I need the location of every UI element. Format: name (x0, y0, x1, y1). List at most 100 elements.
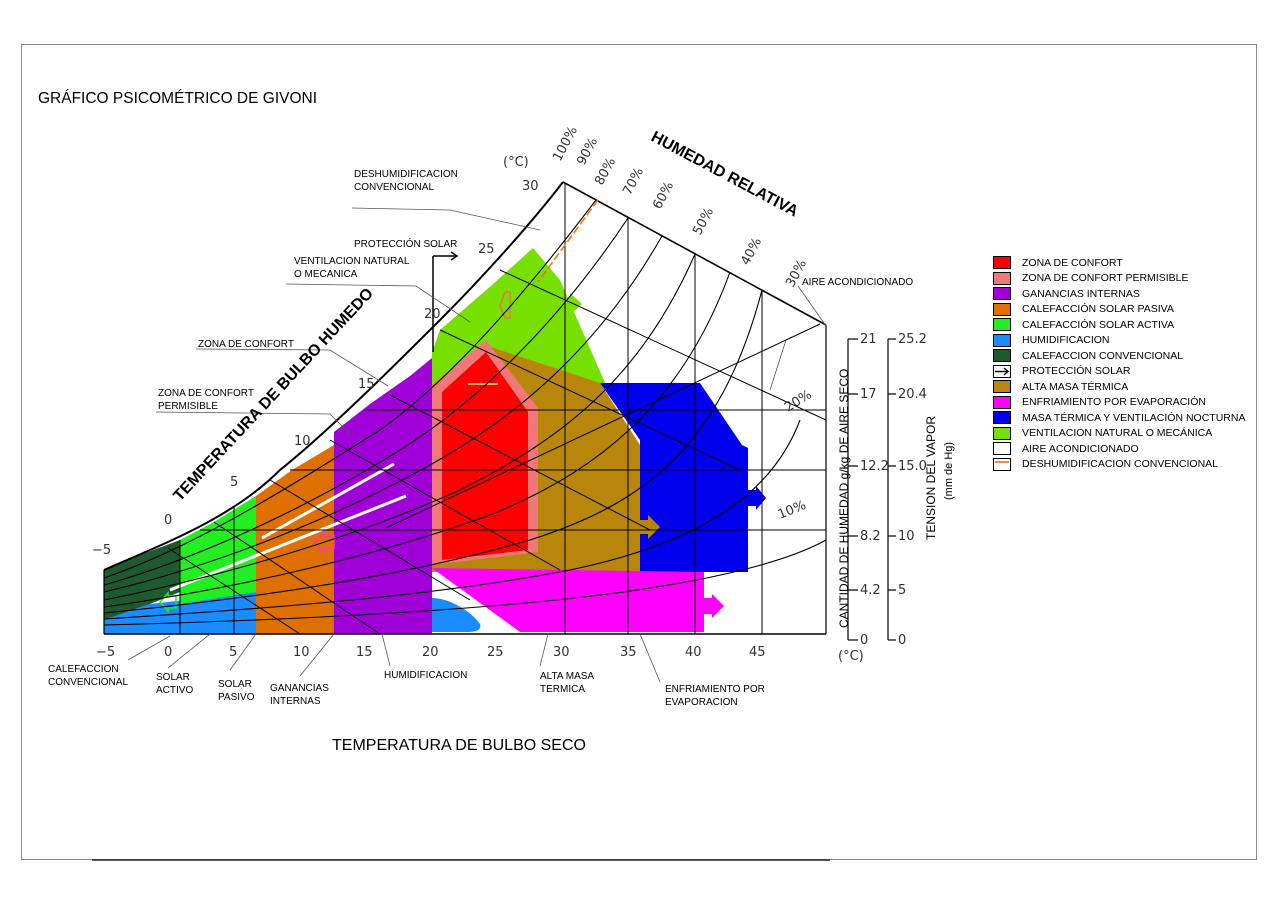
wet-bulb-tick-label-2: 5 (230, 475, 238, 490)
right-scales (847, 338, 896, 641)
callout-deshumidificacion-2: CONVENCIONAL (354, 182, 434, 193)
wet-bulb-tick-label-4: 15 (358, 377, 375, 392)
legend-swatch (993, 302, 1011, 316)
legend-label: DESHUMIDIFICACION CONVENCIONAL (1022, 458, 1219, 470)
x-tick-label-7: 30 (553, 645, 570, 660)
humidity-tick-label-0: 21 (860, 332, 877, 347)
vapor-tick-label-2: 15.0 (898, 459, 927, 474)
wet-bulb-tick-label-1: 0 (164, 513, 172, 528)
callout-ventilacion-1: VENTILACION NATURAL (294, 256, 410, 267)
legend-item: ENFRIAMIENTO POR EVAPORACIÓN (993, 395, 1206, 410)
vapor-axis-unit: (mm de Hg) (943, 442, 955, 500)
wet-bulb-tick-label-6: 25 (478, 242, 495, 257)
wet-bulb-tick-label-7: 30 (522, 179, 539, 194)
zone-enfriamiento (432, 568, 704, 632)
humidity-tick-label-3: 8.2 (860, 529, 881, 544)
legend-label: AIRE ACONDICIONADO (1022, 442, 1139, 455)
vapor-tick-label-5: 0 (898, 633, 906, 648)
rh-tick-label-2: 80% (592, 155, 619, 188)
callout-alta-masa-2: TERMICA (540, 684, 585, 695)
x-tick-label-4: 15 (356, 645, 373, 660)
legend-swatch (993, 349, 1011, 362)
wet-bulb-tick-label-0: −5 (92, 543, 111, 558)
legend-label: ZONA DE CONFORT PERMISIBLE (1022, 272, 1189, 284)
vapor-tick-labels: 25.2 20.4 15.0 10 5 0 (898, 332, 927, 648)
legend-label: ENFRIAMIENTO POR EVAPORACIÓN (1022, 396, 1206, 408)
legend-swatch (993, 411, 1011, 424)
callout-solar-pasivo-2: PASIVO (218, 692, 255, 703)
vapor-tick-label-4: 5 (898, 583, 906, 598)
x-axis-title: TEMPERATURA DE BULBO SECO (332, 737, 586, 754)
legend-item: CALEFACCIÓN SOLAR ACTIVA (993, 317, 1174, 332)
chart-grid (103, 181, 827, 635)
callout-aire-acondicionado: AIRE ACONDICIONADO (802, 277, 913, 288)
callout-ventilacion-2: O MECANICA (294, 269, 358, 280)
legend-label: MASA TÉRMICA Y VENTILACIÓN NOCTURNA (1022, 411, 1246, 424)
x-tick-label-0: −5 (96, 645, 115, 660)
wet-bulb-tick-label-5: 20 (424, 307, 441, 322)
legend-label: ZONA DE CONFORT (1022, 256, 1123, 269)
arrow-ganancias (312, 530, 335, 554)
legend-item: HUMIDIFICACION (993, 333, 1110, 348)
callout-solar-activo-1: SOLAR (156, 672, 190, 683)
x-tick-label-5: 20 (422, 645, 439, 660)
x-tick-label-8: 35 (620, 645, 637, 660)
rh-tick-label-4: 60% (650, 179, 677, 212)
leader-lines (92, 207, 830, 861)
arrow-alta-masa (640, 515, 660, 539)
x-tick-label-9: 40 (685, 645, 702, 660)
callout-alta-masa-1: ALTA MASA (540, 671, 594, 682)
zones (104, 248, 766, 634)
legend-item: CALEFACCIÓN SOLAR PASIVA (993, 302, 1174, 317)
legend-label: PROTECCIÓN SOLAR (1022, 365, 1131, 377)
humidity-tick-label-2: 12.2 (860, 459, 889, 474)
legend-swatch (993, 318, 1011, 331)
legend-label: CALEFACCIÓN SOLAR PASIVA (1022, 303, 1174, 315)
legend-swatch (993, 442, 1011, 455)
legend-swatch (993, 364, 1011, 378)
vapor-tick-label-3: 10 (898, 529, 915, 544)
legend-item: ALTA MASA TÉRMICA (993, 379, 1128, 394)
arrow-ventilacion-hollow (499, 291, 511, 319)
vapor-axis-title: TENSION DEL VAPOR (924, 416, 938, 540)
legend-item: ZONA DE CONFORT PERMISIBLE (993, 271, 1188, 286)
legend-item: GANANCIAS INTERNAS (993, 286, 1140, 301)
vapor-tick-label-0: 25.2 (898, 332, 927, 347)
zone-calefaccion-convencional (104, 540, 180, 620)
rh-tick-label-9: 10% (776, 498, 808, 523)
callout-calefaccion-1: CALEFACCION (48, 664, 119, 675)
rh-tick-label-5: 50% (690, 205, 717, 238)
x-tick-label-6: 25 (487, 645, 504, 660)
legend-swatch (993, 256, 1011, 269)
humidity-tick-label-5: 0 (860, 633, 868, 648)
humidity-tick-label-1: 17 (860, 387, 877, 402)
legend-item: VENTILACION NATURAL O MECÁNICA (993, 426, 1212, 441)
legend-label: VENTILACION NATURAL O MECÁNICA (1022, 427, 1213, 439)
unit-celsius-top: (°C) (503, 155, 529, 170)
arrow-masa-termica (748, 486, 766, 510)
rh-tick-label-8: 20% (782, 387, 814, 415)
unit-celsius-bottom: (°C) (838, 649, 864, 664)
callout-proteccion-solar: PROTECCIÓN SOLAR (354, 237, 457, 250)
x-tick-label-3: 10 (293, 645, 310, 660)
x-tick-label-2: 5 (229, 645, 237, 660)
humidity-axis-title: CANTIDAD DE HUMEDAD g/kg DE AIRE SECO (837, 369, 851, 628)
callout-solar-activo-2: ACTIVO (156, 685, 193, 696)
rh-tick-label-3: 70% (620, 165, 647, 198)
callout-ganancias-1: GANANCIAS (270, 683, 329, 694)
legend-swatch (993, 380, 1011, 393)
legend-swatch (993, 271, 1011, 285)
legend-label: ALTA MASA TÉRMICA (1022, 380, 1129, 393)
callout-zona-permisible-1: ZONA DE CONFORT (158, 388, 254, 399)
callout-zona-confort: ZONA DE CONFORT (198, 339, 294, 350)
legend-swatch (993, 287, 1011, 300)
x-tick-label-1: 0 (164, 645, 172, 660)
vapor-tick-label-1: 20.4 (898, 387, 927, 402)
legend-label: CALEFACCIÓN SOLAR ACTIVA (1022, 318, 1175, 331)
legend-label: HUMIDIFICACION (1022, 334, 1110, 346)
rh-tick-label-1: 90% (574, 135, 601, 168)
legend-swatch (993, 426, 1011, 440)
